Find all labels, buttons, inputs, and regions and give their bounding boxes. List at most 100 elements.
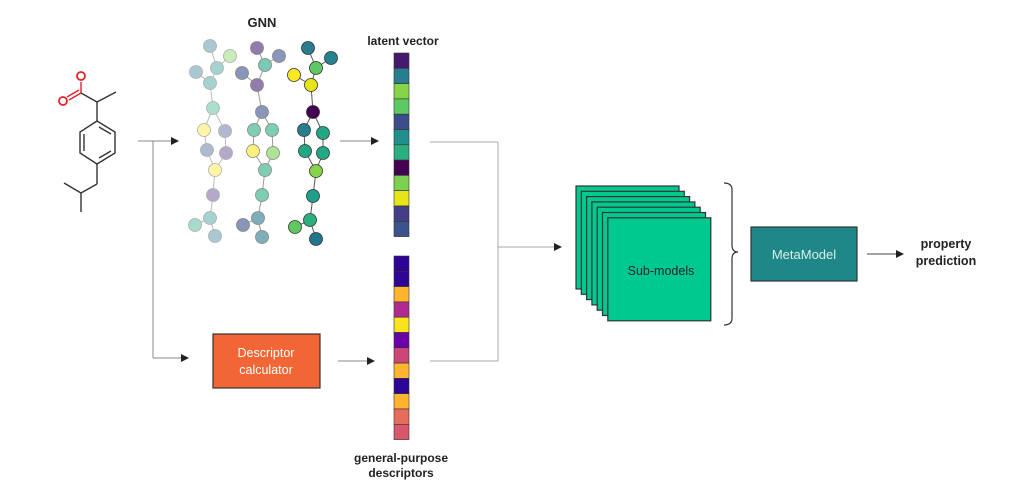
graph-edge — [209, 217, 216, 237]
graph-node — [203, 211, 217, 225]
descriptor-calculator-box: Descriptor calculator — [212, 333, 321, 389]
gnn-graph-1 — [188, 39, 237, 243]
latent-vector-cell — [393, 144, 410, 161]
descriptor-calculator-label-2: calculator — [239, 363, 293, 377]
graph-node — [255, 230, 269, 244]
latent-vector-cell — [393, 205, 410, 222]
latent-vector-cell — [393, 83, 410, 100]
ensemble-brace — [723, 182, 739, 326]
graph-node — [288, 220, 302, 234]
descriptor-cell — [393, 408, 410, 425]
latent-vector-cell — [393, 98, 410, 115]
submodels-label: Sub-models — [628, 264, 695, 278]
latent-vector-cell — [393, 175, 410, 191]
graph-node — [309, 232, 323, 246]
descriptor-cell — [393, 423, 410, 440]
descriptor-cell — [393, 332, 410, 349]
graph-edge — [212, 169, 216, 196]
graph-node — [298, 144, 312, 158]
graph-node — [306, 189, 320, 203]
graph-node — [316, 146, 330, 160]
graph-node — [208, 229, 222, 243]
submodels-stack — [575, 185, 712, 322]
graph-node — [250, 78, 264, 92]
graph-node — [188, 218, 202, 232]
graph-node — [266, 146, 280, 160]
graph-node — [210, 61, 224, 75]
descriptor-cell — [393, 316, 410, 333]
output-label-2: prediction — [916, 254, 976, 268]
graph-edge — [206, 149, 216, 171]
gnn-title: GNN — [248, 15, 277, 30]
descriptor-calculator-label-1: Descriptor — [238, 346, 295, 360]
latent-vector-cell — [393, 190, 410, 207]
graph-node — [309, 61, 323, 75]
graph-node — [189, 65, 203, 79]
latent-vector-cell — [393, 221, 410, 237]
graph-edge — [203, 107, 214, 131]
split-connector — [138, 137, 189, 362]
graph-node — [258, 163, 272, 177]
graph-node — [297, 123, 311, 137]
descriptor-cell — [393, 270, 410, 287]
graph-node — [304, 78, 318, 92]
graph-edge — [224, 130, 227, 154]
graph-node — [236, 218, 250, 232]
graph-node — [303, 213, 317, 227]
descriptor-cell — [393, 255, 410, 272]
oxygen-atom — [58, 96, 68, 106]
latent-vector-label: latent vector — [367, 34, 439, 48]
graph-node — [235, 66, 249, 80]
graph-node — [206, 101, 220, 115]
graph-node — [219, 146, 233, 160]
graph-node — [255, 188, 269, 202]
graph-node — [206, 188, 220, 202]
latent-vector-cell — [393, 129, 410, 146]
graph-edge — [195, 71, 211, 84]
oxygen-atom — [76, 71, 86, 81]
graph-node — [309, 164, 323, 178]
graph-edge — [203, 129, 208, 151]
latent-vector-cell — [393, 68, 410, 84]
descriptor-cell — [393, 286, 410, 303]
latent-vector — [393, 52, 410, 237]
graph-node — [272, 49, 286, 63]
graph-edge — [214, 152, 227, 171]
graph-edge — [216, 55, 231, 69]
metamodel-label: MetaModel — [772, 247, 836, 262]
graph-edge — [212, 107, 226, 132]
graph-edge — [209, 45, 218, 69]
graph-node — [203, 76, 217, 90]
graph-node — [251, 211, 265, 225]
graph-node — [208, 163, 222, 177]
graph-node — [306, 105, 320, 119]
submodel-card — [607, 217, 712, 322]
oxygen-atoms — [58, 71, 86, 106]
graph-node — [258, 58, 272, 72]
gnn-graph-3 — [287, 41, 338, 246]
latent-vector-cell — [393, 159, 410, 176]
graph-node — [250, 41, 264, 55]
descriptor-cell — [393, 378, 410, 394]
descriptor-cell — [393, 301, 410, 318]
graph-edge — [209, 194, 214, 219]
descriptors-label-2: descriptors — [368, 466, 434, 480]
gnn-graph-2 — [235, 41, 286, 244]
graph-node — [301, 41, 315, 55]
graph-edge — [194, 217, 211, 226]
descriptor-cell — [393, 362, 410, 379]
gnn-graphs — [188, 39, 338, 246]
graph-node — [223, 49, 237, 63]
output-label-1: property — [921, 237, 972, 251]
graph-node — [324, 51, 338, 65]
metamodel-box: MetaModel — [750, 226, 858, 282]
graph-node — [200, 143, 214, 157]
graph-edge — [209, 67, 218, 84]
molecule-structure — [63, 82, 117, 212]
graph-node — [316, 126, 330, 140]
merge-connector — [430, 141, 562, 362]
descriptors-label-1: general-purpose — [354, 451, 448, 465]
graph-node — [203, 39, 217, 53]
descriptor-vector — [393, 255, 410, 440]
